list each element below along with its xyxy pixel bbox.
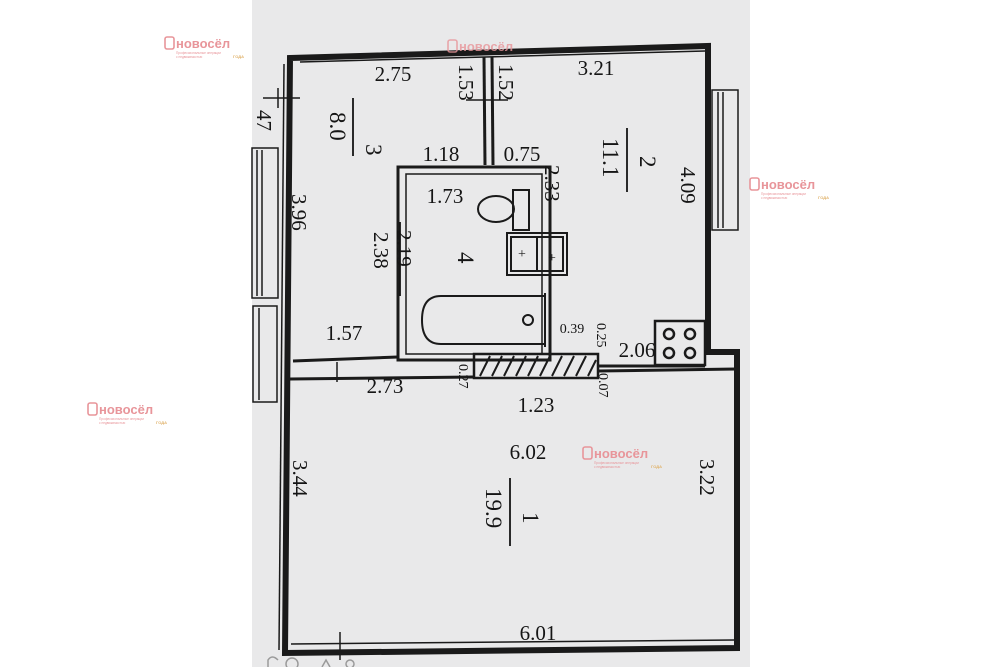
- room-1-area: 19.9: [481, 488, 506, 528]
- stove-burner: [662, 346, 676, 360]
- window: [252, 305, 278, 403]
- dim-corridor-right: 1.52: [494, 64, 518, 101]
- outer-wall-thin: [299, 50, 706, 63]
- stove-body: [653, 319, 707, 367]
- watermark-logo-icon: [164, 36, 175, 50]
- watermark-badge: ГОДА: [156, 420, 167, 425]
- dim-r3-top: 2.75: [375, 62, 412, 86]
- dim-bath-right: 2.33: [540, 165, 564, 202]
- dim-bath-inner: 2.19: [392, 230, 416, 267]
- dim-hall-bottom: 2.73: [367, 374, 404, 398]
- dim-edge-fragment: 47: [252, 110, 276, 131]
- watermark-tagline: с недвижимостью: [594, 465, 621, 469]
- stove: [653, 319, 707, 367]
- watermark-brand: новосёл: [594, 446, 648, 461]
- room-2-number: 2: [635, 156, 660, 168]
- watermark-brand: новосёл: [761, 177, 815, 192]
- dim-r3-side: 3.96: [287, 194, 311, 231]
- watermark-brand: новосёл: [99, 402, 153, 417]
- watermark-brand: новосёл: [459, 39, 513, 54]
- stove-burner: [662, 327, 676, 341]
- dim-r3-bottom: 1.57: [326, 321, 363, 345]
- vent-shaft-outline: [472, 352, 600, 380]
- windows: [251, 88, 739, 660]
- room-2-area: 11.1: [598, 138, 623, 177]
- watermark-tagline: с недвижимостью: [99, 421, 126, 425]
- dim-r1-bottom: 6.01: [520, 621, 557, 645]
- watermark-logo-icon: [582, 446, 593, 460]
- dim-0-27: 0.27: [455, 364, 470, 389]
- vent-shaft: [472, 352, 600, 380]
- bathtub: [420, 295, 545, 345]
- watermark-tagline: с недвижимостью: [176, 55, 203, 59]
- watermark: новосёл: [447, 39, 513, 54]
- partition-wall: [490, 56, 495, 166]
- watermark-tagline: Профессиональные операции: [761, 192, 806, 196]
- watermark-logo-icon: [87, 402, 98, 416]
- sink-plus-mark: +: [518, 247, 526, 262]
- dim-0-39: 0.39: [560, 322, 585, 337]
- watermark: новосёл Профессиональные операции с недв…: [582, 446, 662, 469]
- sink: [506, 232, 568, 276]
- outer-wall: [281, 42, 740, 657]
- dim-vent-width: 1.23: [518, 393, 555, 417]
- dim-r1-top: 6.02: [510, 440, 547, 464]
- room-3-number: 3: [361, 144, 386, 156]
- window: [251, 147, 279, 299]
- stove-burner: [683, 346, 697, 360]
- watermark-tagline: Профессиональные операции: [99, 417, 144, 421]
- dim-r2-top: 3.21: [578, 56, 615, 80]
- watermark-logo-icon: [749, 177, 760, 191]
- watermark-badge: ГОДА: [651, 464, 662, 469]
- bathtub-drain: [522, 314, 534, 326]
- dim-0-25: 0.25: [593, 323, 608, 348]
- room-1-number: 1: [518, 512, 543, 524]
- watermark-badge: ГОДА: [818, 195, 829, 200]
- watermark-brand: новосёл: [176, 36, 230, 51]
- stove-burner: [683, 327, 697, 341]
- dim-bath-left: 2.38: [369, 232, 393, 269]
- watermark-logo-icon: [447, 39, 458, 53]
- dim-corridor-bottom: 0.75: [504, 142, 541, 166]
- partition-wall: [292, 355, 399, 363]
- room-label-bars: [352, 98, 628, 546]
- watermark-tagline: Профессиональные операции: [594, 461, 639, 465]
- dim-r2-side: 4.09: [676, 167, 700, 204]
- watermark: новосёл Профессиональные операции с недв…: [749, 177, 829, 200]
- bottom-overlay-fragment: [267, 656, 355, 667]
- dim-r1-right: 3.22: [695, 459, 719, 496]
- dim-0-07: 0.07: [595, 373, 610, 398]
- dim-r3-inner-top: 1.18: [423, 142, 460, 166]
- window: [711, 89, 739, 231]
- bathroom-fixtures: [420, 189, 568, 347]
- toilet-tank: [512, 189, 530, 231]
- overlay-icon: [345, 659, 355, 667]
- dim-kitchen-width: 2.06: [619, 338, 656, 362]
- floor-plan-sheet: [252, 0, 750, 667]
- overlay-icon: [285, 657, 299, 667]
- watermark: новосёл Профессиональные операции с недв…: [87, 402, 167, 425]
- sink-plus-mark: +: [548, 251, 556, 266]
- outer-wall-thin: [290, 639, 735, 645]
- vent-shaft-hatch: [479, 355, 597, 377]
- partition-wall: [289, 375, 475, 381]
- dim-corridor-left: 1.53: [454, 64, 478, 101]
- room-3-area: 8.0: [325, 112, 350, 141]
- watermark-badge: ГОДА: [233, 54, 244, 59]
- watermark: новосёл Профессиональные операции с недв…: [164, 36, 244, 59]
- overlay-icon: [267, 656, 279, 667]
- overlay-icon: [321, 658, 331, 667]
- toilet-bowl: [477, 195, 515, 223]
- watermark-tagline: с недвижимостью: [761, 196, 788, 200]
- outer-wall-thin: [278, 63, 285, 651]
- bathroom-walls: [396, 165, 552, 362]
- dim-bath-top: 1.73: [427, 184, 464, 208]
- watermark-tagline: Профессиональные операции: [176, 51, 221, 55]
- partition-wall: [482, 56, 487, 166]
- room-4-number: 4: [453, 252, 478, 264]
- partition-wall: [597, 367, 737, 373]
- dim-r1-left: 3.44: [288, 460, 312, 497]
- apartment-walls: [278, 42, 740, 657]
